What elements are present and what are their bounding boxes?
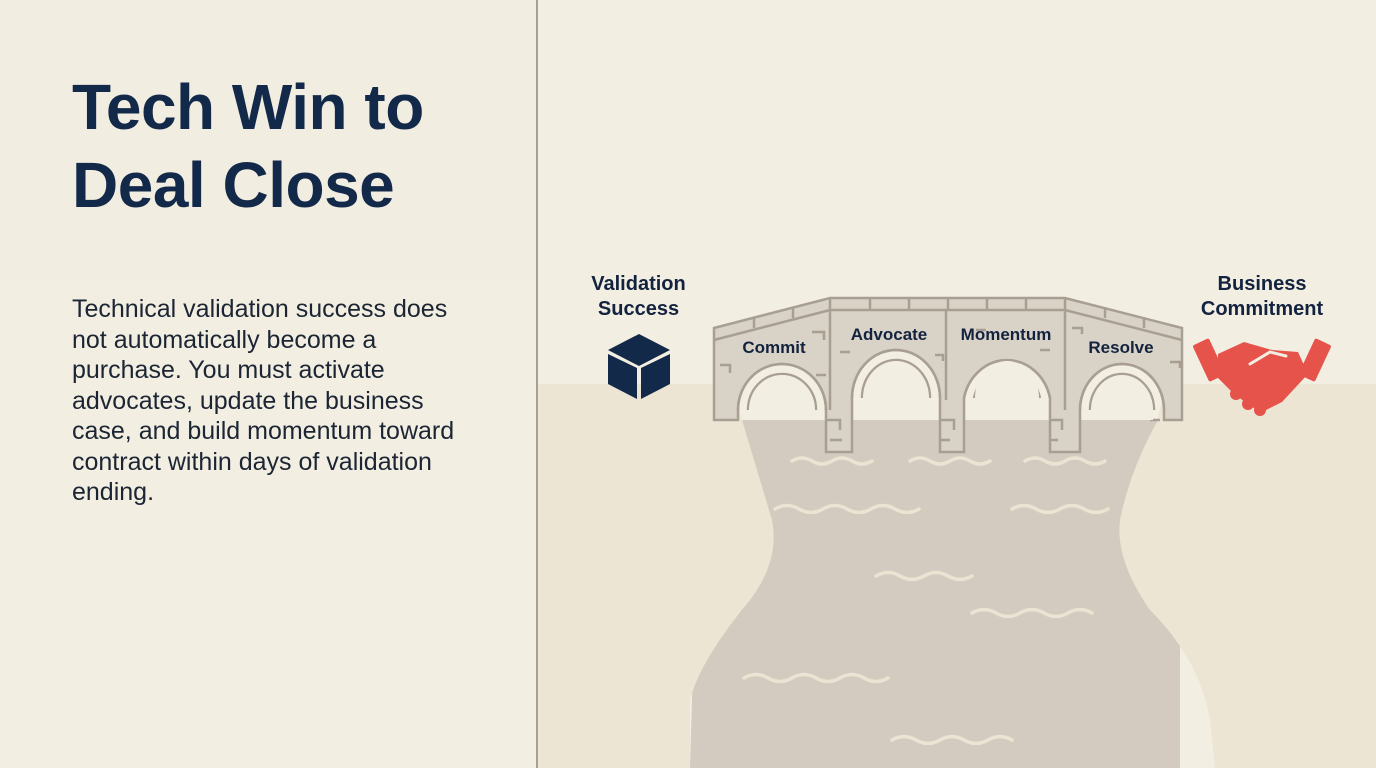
bridge-section-advocate: Advocate bbox=[850, 325, 928, 344]
left-riverbank bbox=[538, 384, 774, 768]
title-line-2: Deal Close bbox=[72, 149, 395, 221]
bridge-scene bbox=[538, 296, 1376, 768]
river bbox=[690, 420, 1180, 768]
bridge-section-momentum: Momentum bbox=[960, 325, 1052, 344]
panel-divider bbox=[536, 0, 538, 768]
label-line: Success bbox=[597, 298, 680, 320]
water-waves bbox=[742, 456, 1110, 746]
text-panel: Tech Win to Deal Close Technical validat… bbox=[0, 0, 536, 768]
label-line: Business bbox=[1217, 273, 1307, 295]
title-line-1: Tech Win to bbox=[72, 71, 424, 143]
business-commitment-label: Business Commitment bbox=[1188, 272, 1336, 322]
bridge-section-commit: Commit bbox=[742, 338, 806, 357]
cube-icon bbox=[608, 334, 670, 399]
label-line: Commitment bbox=[1200, 298, 1324, 320]
slide-body-text: Technical validation success does not au… bbox=[72, 295, 455, 506]
right-riverbank bbox=[1119, 384, 1376, 768]
validation-success-label: Validation Success bbox=[576, 272, 701, 322]
bridge-section-resolve: Resolve bbox=[1088, 338, 1154, 357]
slide-title: Tech Win to Deal Close bbox=[72, 68, 424, 224]
handshake-icon bbox=[1193, 338, 1331, 416]
bridge-diagram: Validation Success Business Commitment C… bbox=[538, 0, 1376, 768]
label-line: Validation bbox=[591, 273, 686, 295]
